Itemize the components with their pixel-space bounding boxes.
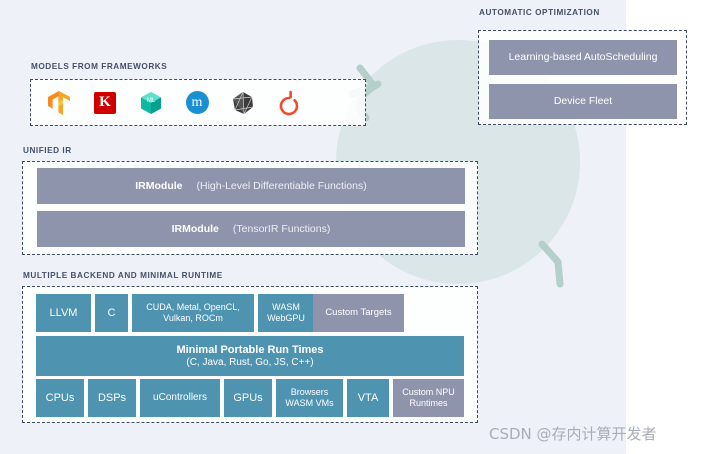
- onnx-icon[interactable]: [220, 81, 266, 125]
- irmodule-detail: (High-Level Differentiable Functions): [196, 179, 367, 192]
- target-label-line1: WASM: [272, 302, 300, 313]
- block-irmodule-high-level[interactable]: IRModule (High-Level Differentiable Func…: [37, 168, 465, 204]
- device-label-line2: WASM VMs: [285, 398, 334, 408]
- mxnet-icon[interactable]: m: [174, 81, 220, 125]
- device-label-line2: Runtimes: [409, 398, 448, 408]
- device-cpus[interactable]: CPUs: [36, 379, 84, 417]
- device-label-line1: Browsers: [290, 387, 329, 398]
- section-label-models-from-frameworks: MODELS FROM FRAMEWORKS: [31, 62, 168, 71]
- runtime-languages: (C, Java, Rust, Go, JS, C++): [186, 356, 314, 368]
- target-label: Custom Targets: [325, 307, 392, 319]
- device-label: VTA: [357, 391, 379, 404]
- block-irmodule-tensorir[interactable]: IRModule (TensorIR Functions): [37, 211, 465, 247]
- block-label: Device Fleet: [553, 95, 613, 108]
- runtime-title: Minimal Portable Run Times: [176, 343, 324, 356]
- device-ucontrollers[interactable]: uControllers: [140, 379, 220, 417]
- section-label-multiple-backend: MULTIPLE BACKEND AND MINIMAL RUNTIME: [23, 271, 223, 280]
- device-vta[interactable]: VTA: [347, 379, 389, 417]
- pytorch-icon[interactable]: [266, 81, 312, 125]
- target-label-line2: WebGPU: [267, 313, 305, 323]
- device-custom-npu-runtimes[interactable]: Custom NPU Runtimes: [393, 379, 464, 417]
- coreml-icon[interactable]: ML: [128, 81, 174, 125]
- device-label: GPUs: [233, 391, 263, 404]
- block-learning-based-autoscheduling[interactable]: Learning-based AutoScheduling: [489, 40, 677, 75]
- target-label-line2: Vulkan, ROCm: [163, 313, 223, 323]
- irmodule-name: IRModule: [135, 179, 183, 192]
- device-label: DSPs: [97, 391, 127, 404]
- irmodule-detail: (TensorIR Functions): [232, 222, 331, 235]
- target-label-line1: CUDA, Metal, OpenCL,: [146, 302, 240, 313]
- target-c[interactable]: C: [95, 294, 128, 332]
- target-custom-targets[interactable]: Custom Targets: [313, 294, 404, 332]
- block-device-fleet[interactable]: Device Fleet: [489, 84, 677, 119]
- section-label-unified-ir: UNIFIED IR: [23, 146, 72, 155]
- target-wasm-webgpu[interactable]: WASM WebGPU: [258, 294, 314, 332]
- target-gpu-apis[interactable]: CUDA, Metal, OpenCL, Vulkan, ROCm: [132, 294, 254, 332]
- tensorflow-icon[interactable]: [36, 81, 82, 125]
- irmodule-name: IRModule: [171, 222, 219, 235]
- target-llvm[interactable]: LLVM: [36, 294, 91, 332]
- device-label: CPUs: [45, 391, 75, 404]
- device-label: uControllers: [153, 392, 207, 404]
- keras-glyph: K: [94, 91, 116, 114]
- watermark-text: CSDN @存内计算开发者: [489, 425, 657, 443]
- section-label-automatic-optimization: AUTOMATIC OPTIMIZATION: [479, 8, 600, 17]
- device-browsers-wasm-vms[interactable]: Browsers WASM VMs: [276, 379, 343, 417]
- target-label: C: [107, 306, 116, 319]
- mxnet-glyph: m: [185, 91, 209, 114]
- device-label-line1: Custom NPU: [402, 387, 455, 398]
- target-label: LLVM: [49, 306, 78, 319]
- minimal-portable-runtimes-bar[interactable]: Minimal Portable Run Times (C, Java, Rus…: [36, 336, 464, 376]
- svg-text:ML: ML: [147, 98, 156, 104]
- keras-icon[interactable]: K: [82, 81, 128, 125]
- device-dsps[interactable]: DSPs: [88, 379, 136, 417]
- device-gpus[interactable]: GPUs: [224, 379, 272, 417]
- block-label: Learning-based AutoScheduling: [508, 51, 658, 64]
